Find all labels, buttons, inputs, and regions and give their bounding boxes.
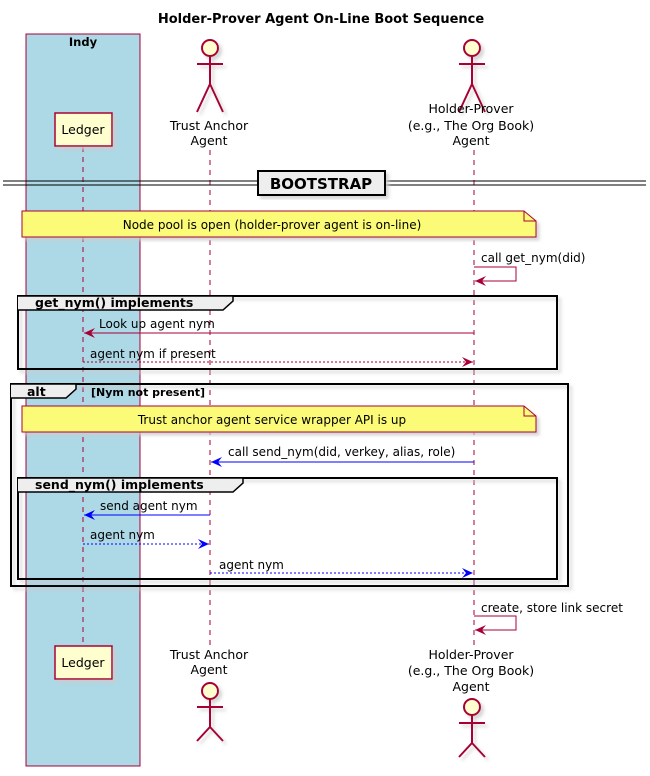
- ledger-label-bottom: Ledger: [61, 655, 105, 670]
- diagram-title: Holder-Prover Agent On-Line Boot Sequenc…: [158, 12, 485, 27]
- holder-prover-actor-bottom-icon: [458, 698, 486, 758]
- frame-alt-tab: [11, 383, 77, 399]
- trust-anchor-label-top-2: Agent: [191, 133, 228, 148]
- trust-anchor-actor-bottom-icon: [196, 682, 224, 742]
- frame-alt: [10, 383, 569, 587]
- frame-get-nym-label: get_nym() implements: [35, 295, 193, 311]
- trust-anchor-label-top-1: Trust Anchor: [169, 118, 249, 133]
- holder-prover-label-top-2: (e.g., The Org Book): [408, 118, 534, 133]
- holder-prover-label-bottom-1: Holder-Prover: [428, 647, 514, 662]
- trust-anchor-label-bottom-2: Agent: [191, 662, 228, 677]
- bootstrap-label: BOOTSTRAP: [270, 175, 372, 193]
- frame-send-nym-label: send_nym() implements: [35, 477, 204, 493]
- holder-prover-label-top-3: Agent: [453, 133, 490, 148]
- frame-get-nym-tab: [18, 295, 234, 311]
- note-pool-open-text: Node pool is open (holder-prover agent i…: [123, 218, 422, 232]
- msg-send-agent-nym-label: send agent nym: [100, 499, 198, 513]
- msg-create-secret-label: create, store link secret: [481, 601, 623, 615]
- frame-send-nym: [17, 477, 558, 580]
- frame-send-nym-tab: [18, 477, 244, 493]
- ledger-label-top: Ledger: [61, 122, 105, 137]
- holder-prover-actor-top-icon: [458, 39, 486, 113]
- frame-alt-guard: [Nym not present]: [91, 386, 205, 399]
- holder-prover-label-top-1: Holder-Prover: [428, 101, 514, 116]
- msg-look-up-label: Look up agent nym: [99, 317, 215, 331]
- msg-create-secret-arrow: [474, 615, 517, 635]
- holder-prover-label-bottom-2: (e.g., The Org Book): [408, 663, 534, 678]
- msg-call-get-nym-arrow: [474, 266, 517, 286]
- msg-agent-nym-1-label: agent nym: [90, 528, 155, 542]
- bootstrap-divider: [3, 170, 646, 196]
- frame-alt-label: alt: [27, 384, 46, 399]
- frame-get-nym: [17, 295, 558, 370]
- note-ta-api-up-text: Trust anchor agent service wrapper API i…: [137, 413, 406, 427]
- trust-anchor-label-bottom-1: Trust Anchor: [169, 647, 249, 662]
- holder-prover-label-bottom-3: Agent: [453, 679, 490, 694]
- note-ta-api-up: [21, 405, 537, 433]
- trust-anchor-actor-top-icon: [196, 39, 224, 113]
- ledger-participant-top: [54, 112, 113, 147]
- ledger-participant-bottom: [54, 645, 113, 680]
- msg-call-send-nym-label: call send_nym(did, verkey, alias, role): [228, 445, 455, 459]
- msg-call-get-nym-label: call get_nym(did): [481, 251, 585, 265]
- msg-nym-if-present-label: agent nym if present: [90, 347, 216, 361]
- note-pool-open: [21, 210, 537, 238]
- indy-box-label: Indy: [69, 35, 98, 49]
- msg-agent-nym-2-label: agent nym: [219, 558, 284, 572]
